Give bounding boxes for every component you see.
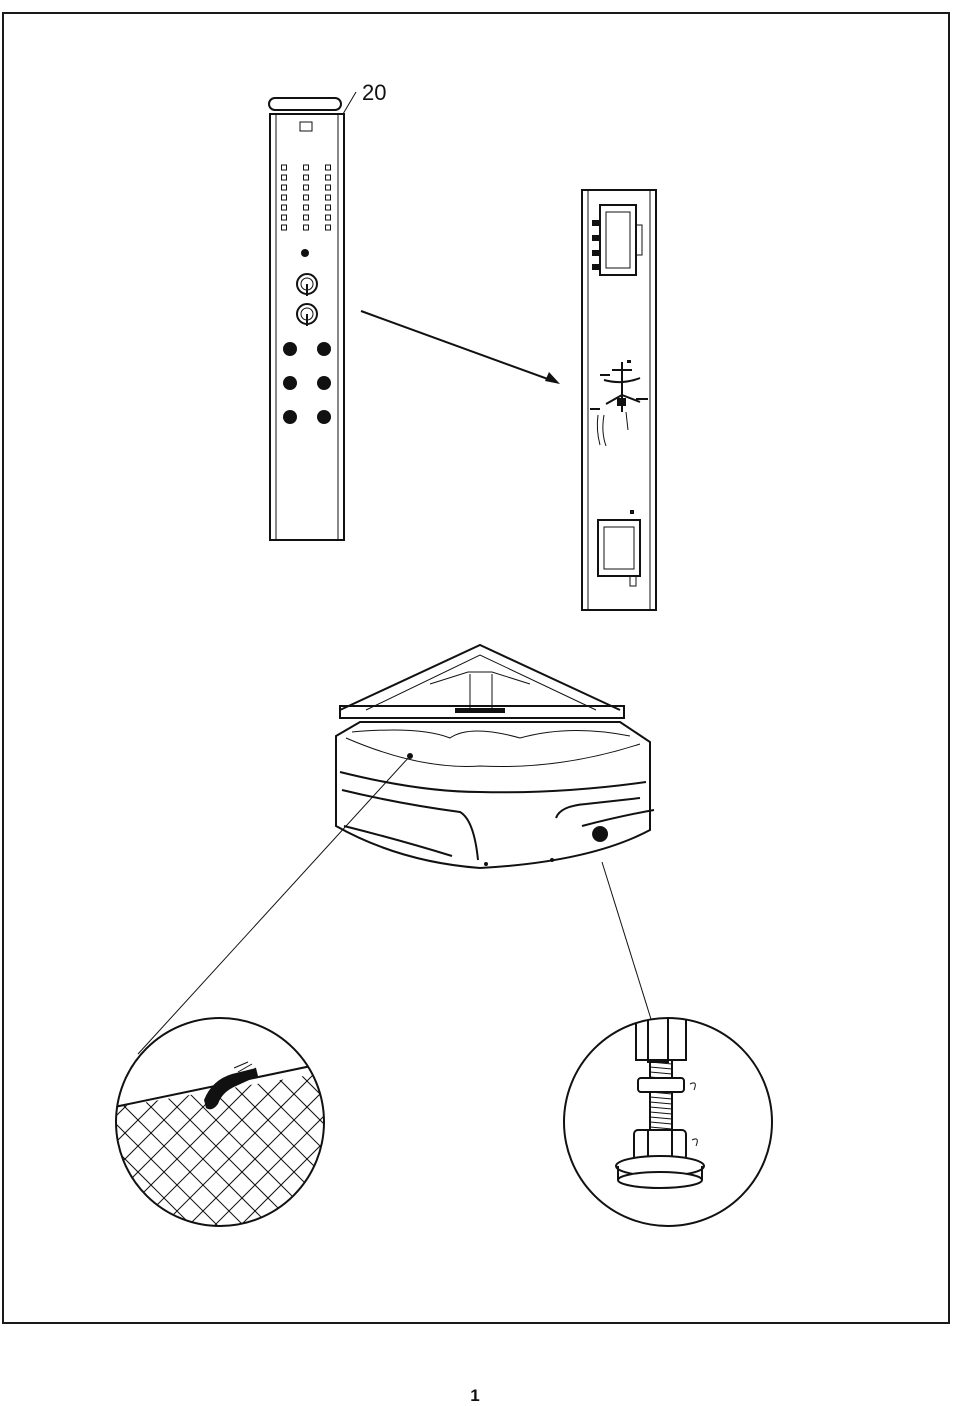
nozzle — [303, 214, 309, 221]
control-knob-lower — [296, 303, 318, 326]
nozzle — [281, 174, 287, 181]
nozzle — [281, 214, 287, 221]
nozzle — [303, 224, 309, 231]
crossbar — [339, 705, 625, 719]
detail-sealant — [115, 1017, 325, 1227]
direction-arrow — [360, 310, 560, 384]
shower-panel-front — [268, 97, 345, 541]
body-jets — [283, 342, 331, 424]
corner-bathtub — [335, 643, 655, 870]
nozzle — [281, 194, 287, 201]
detail-adjustable-foot — [563, 1017, 773, 1227]
shower-panel-rear — [581, 189, 657, 611]
nozzle — [281, 184, 287, 191]
nozzle — [281, 164, 287, 171]
nozzle — [325, 184, 331, 191]
nozzle — [281, 224, 287, 231]
page-number: 1 — [470, 1386, 480, 1405]
nozzle — [325, 204, 331, 211]
nozzle — [303, 194, 309, 201]
transformer-box — [597, 510, 641, 587]
spray-nozzles — [281, 164, 331, 231]
panel-cap-part-20 — [268, 97, 342, 111]
indicator-dot — [301, 249, 309, 257]
part-number-label: 20 — [362, 80, 387, 105]
part-20-leader — [342, 91, 357, 115]
nozzle — [325, 174, 331, 181]
detail-right-leader — [601, 861, 661, 1049]
nozzle — [303, 174, 309, 181]
nozzle — [303, 164, 309, 171]
adjustable-foot — [592, 826, 609, 842]
nozzle — [303, 184, 309, 191]
control-box — [592, 204, 643, 276]
detail-left-leader — [137, 755, 411, 1055]
nozzle — [325, 194, 331, 201]
pipe-connections — [590, 360, 648, 447]
control-knob-upper — [296, 273, 318, 296]
page-frame — [2, 12, 950, 1324]
nozzle — [325, 224, 331, 231]
nozzle — [281, 204, 287, 211]
nozzle — [325, 214, 331, 221]
nozzle — [303, 204, 309, 211]
nozzle — [325, 164, 331, 171]
